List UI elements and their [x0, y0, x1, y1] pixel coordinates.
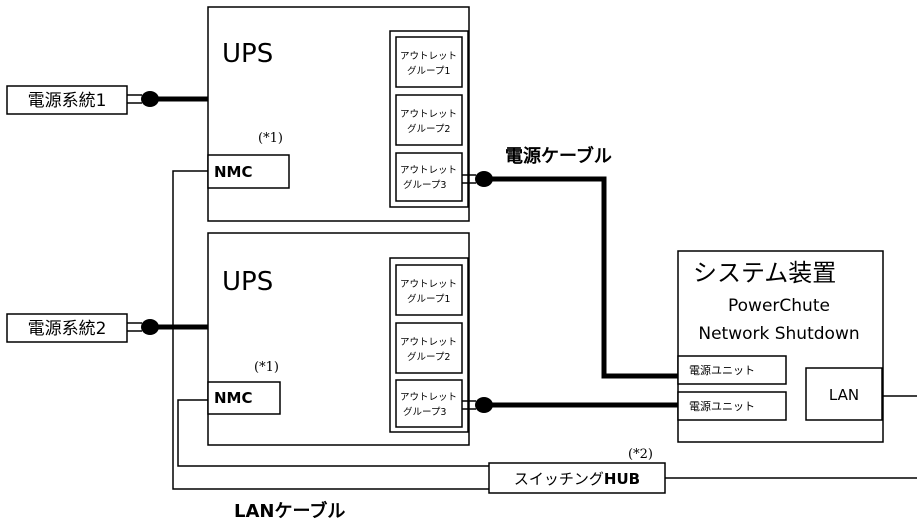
power-unit-1: 電源ユニット: [677, 355, 787, 385]
ups-2-title: UPS: [222, 267, 273, 297]
ups-1-outlet-group-3: アウトレット グループ3: [395, 152, 463, 202]
power-source-2: 電源系統2: [6, 313, 159, 343]
power-source-2-label: 電源系統2: [28, 319, 107, 339]
plug-icon: [127, 91, 159, 107]
switching-hub: (*2) スイッチングHUB: [488, 447, 666, 494]
lan-cable-label: LANケーブル: [234, 500, 345, 522]
ups-2-outlet-group-2: アウトレット グループ2: [395, 322, 463, 374]
svg-text:グループ1: グループ1: [407, 293, 450, 305]
svg-text:アウトレット: アウトレット: [400, 392, 457, 403]
ups-2-nmc-label: NMC: [214, 389, 253, 407]
ups-2-note: (*1): [254, 360, 279, 375]
svg-text:グループ3: グループ3: [403, 179, 446, 191]
svg-text:グループ3: グループ3: [403, 406, 446, 418]
lan-cable-nmc1: [172, 170, 489, 490]
svg-text:アウトレット: アウトレット: [400, 337, 457, 348]
ups-1-outlet-group-1: アウトレット グループ1: [395, 36, 463, 88]
ups-1-title: UPS: [222, 39, 273, 69]
svg-text:アウトレット: アウトレット: [400, 165, 457, 176]
system-unit-title: システム装置: [693, 259, 836, 287]
plug-icon: [462, 171, 493, 187]
lan-port-label: LAN: [829, 386, 859, 404]
plug-icon: [127, 319, 159, 335]
ups-2-outlet-group-1: アウトレット グループ1: [395, 264, 463, 316]
hub-note: (*2): [628, 447, 653, 462]
svg-text:アウトレット: アウトレット: [400, 51, 457, 62]
lan-cable-nmc2: [177, 399, 489, 467]
ups-1-note: (*1): [258, 131, 283, 146]
svg-text:グループ1: グループ1: [407, 65, 450, 77]
ups-2-nmc: [207, 381, 281, 415]
power-source-1: 電源系統1: [6, 85, 159, 115]
lan-cables: [172, 170, 917, 490]
software-name-line2: Network Shutdown: [698, 324, 859, 344]
plug-icon: [462, 397, 493, 413]
system-unit: システム装置 PowerChute Network Shutdown 電源ユニッ…: [677, 250, 884, 443]
svg-text:グループ2: グループ2: [407, 123, 450, 135]
software-name-line1: PowerChute: [728, 296, 830, 316]
svg-text:電源ユニット: 電源ユニット: [689, 399, 755, 413]
ups-1: UPS (*1) NMC アウトレット グループ1 アウトレット グループ2 ア…: [207, 6, 493, 222]
svg-text:グループ2: グループ2: [407, 351, 450, 363]
ups-2-outlet-group-3: アウトレット グループ3: [395, 379, 463, 428]
ups-1-nmc-label: NMC: [214, 163, 253, 181]
power-source-1-label: 電源系統1: [28, 91, 107, 111]
ups-2: UPS (*1) NMC アウトレット グループ1 アウトレット グループ2 ア…: [207, 232, 493, 446]
lan-port: LAN: [805, 367, 883, 421]
power-cable-label: 電源ケーブル: [505, 145, 612, 167]
ups-1-outlet-group-2: アウトレット グループ2: [395, 94, 463, 146]
ups-1-nmc: [207, 154, 290, 189]
power-unit-2: 電源ユニット: [677, 391, 787, 421]
svg-text:アウトレット: アウトレット: [400, 109, 457, 120]
power-cable-ups1-to-system: [484, 176, 678, 379]
power-cables: [152, 96, 678, 408]
hub-label: スイッチングHUB: [514, 470, 640, 488]
svg-text:電源ユニット: 電源ユニット: [689, 363, 755, 377]
svg-text:アウトレット: アウトレット: [400, 279, 457, 290]
